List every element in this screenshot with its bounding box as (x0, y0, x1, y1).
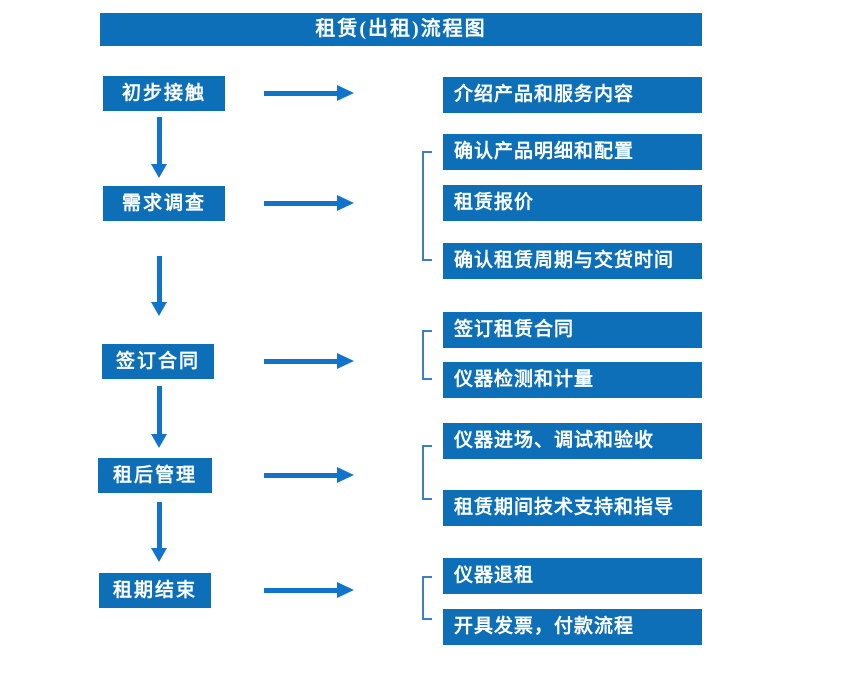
detail-box-invoice-payment: 开具发票，付款流程 (443, 609, 702, 645)
detail-box-instrument-testing: 仪器检测和计量 (443, 362, 702, 398)
step-box-demand-survey: 需求调查 (103, 186, 225, 221)
detail-box-confirm-product-spec: 确认产品明细和配置 (443, 134, 702, 170)
arrow-right-icon-2 (264, 195, 354, 211)
detail-box-instrument-return: 仪器退租 (443, 558, 702, 594)
arrow-right-icon-4 (264, 467, 354, 483)
detail-box-sign-rental-contract: 签订租赁合同 (443, 312, 702, 348)
detail-box-tech-support: 租赁期间技术支持和指导 (443, 490, 702, 526)
arrow-down-icon-3 (151, 386, 167, 448)
arrow-right-icon-5 (264, 582, 354, 598)
group-bracket-rental-end (422, 576, 432, 620)
group-bracket-demand-survey (422, 151, 432, 261)
flowchart-title: 租赁(出租)流程图 (100, 13, 702, 46)
step-box-rental-end: 租期结束 (99, 573, 211, 608)
arrow-down-icon-1 (151, 117, 167, 178)
detail-box-confirm-period: 确认租赁周期与交货时间 (443, 243, 702, 279)
step-box-post-rental: 租后管理 (98, 458, 212, 493)
arrow-down-icon-4 (151, 502, 167, 562)
arrow-down-icon-2 (151, 256, 167, 316)
group-bracket-post-rental (422, 445, 432, 500)
arrow-right-icon-1 (264, 85, 354, 101)
detail-box-rental-quote: 租赁报价 (443, 185, 702, 221)
detail-box-instrument-entry: 仪器进场、调试和验收 (443, 423, 702, 459)
group-bracket-sign-contract (422, 330, 432, 380)
arrow-right-icon-3 (264, 353, 354, 369)
detail-box-introduce-products: 介绍产品和服务内容 (443, 77, 702, 113)
step-box-sign-contract: 签订合同 (102, 344, 214, 379)
step-box-initial-contact: 初步接触 (103, 76, 225, 111)
